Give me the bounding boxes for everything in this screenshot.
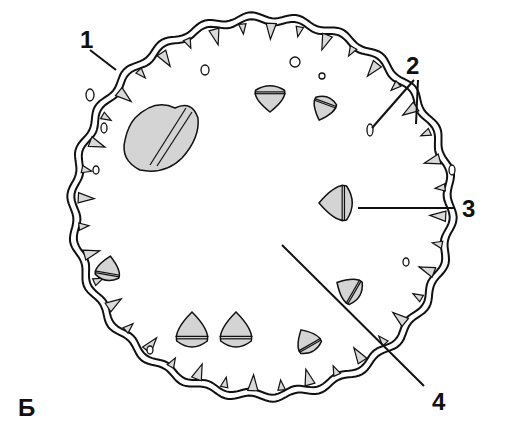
sclerenchyma-strand bbox=[101, 112, 111, 120]
leader-line bbox=[282, 245, 424, 386]
leader-line bbox=[416, 80, 418, 124]
sclerenchyma-strand bbox=[167, 358, 175, 368]
vascular-bundle bbox=[93, 254, 123, 283]
callout-number: 3 bbox=[462, 197, 475, 221]
sclerenchyma-strand bbox=[79, 223, 89, 230]
sclerenchyma-strand bbox=[157, 50, 170, 66]
sclerenchyma-strand bbox=[333, 366, 340, 377]
sclerenchyma-strand bbox=[192, 364, 202, 381]
duct bbox=[449, 165, 455, 175]
duct bbox=[403, 258, 409, 266]
callout-number: 4 bbox=[432, 390, 445, 414]
vascular-bundle-large bbox=[124, 105, 198, 171]
duct bbox=[93, 166, 99, 174]
sclerenchyma-strand bbox=[393, 312, 409, 326]
sclerenchyma-strand bbox=[239, 24, 246, 34]
sclerenchyma-strand bbox=[278, 380, 285, 390]
sclerenchyma-strand bbox=[354, 348, 367, 364]
sclerenchyma-strand bbox=[435, 184, 445, 191]
sclerenchyma-strand bbox=[83, 250, 100, 260]
epidermis bbox=[67, 12, 456, 401]
vascular-bundle bbox=[290, 323, 325, 357]
duct bbox=[367, 124, 373, 136]
duct bbox=[290, 57, 300, 67]
sclerenchyma-strand bbox=[183, 38, 190, 49]
figure-letter: Б bbox=[18, 396, 35, 420]
vascular-bundle bbox=[175, 312, 208, 347]
vascular-bundle bbox=[308, 93, 339, 124]
vascular-bundle bbox=[219, 312, 252, 347]
callout-number: 1 bbox=[80, 28, 93, 52]
sclerenchyma-strand bbox=[391, 81, 401, 90]
sclerenchyma-strand bbox=[81, 166, 92, 173]
duct bbox=[147, 346, 153, 354]
vascular-bundle bbox=[319, 185, 352, 222]
callout-number: 2 bbox=[406, 54, 419, 78]
sclerenchyma-strand bbox=[296, 26, 303, 37]
sclerenchyma-strand bbox=[78, 193, 94, 203]
vascular-bundle bbox=[254, 86, 285, 112]
duct bbox=[101, 123, 107, 133]
vascular-bundle bbox=[330, 271, 367, 308]
sclerenchyma-strand bbox=[116, 88, 132, 102]
sclerenchyma-strand bbox=[430, 211, 446, 221]
sclerenchyma-strand bbox=[209, 28, 219, 45]
sclerenchyma-strand bbox=[421, 128, 432, 135]
sclerenchyma-strand bbox=[88, 137, 105, 147]
duct bbox=[86, 89, 94, 101]
sclerenchyma-strand bbox=[349, 46, 357, 56]
sclerenchyma-strand bbox=[248, 375, 258, 391]
sclerenchyma-strand bbox=[367, 61, 381, 77]
duct bbox=[201, 65, 209, 75]
sclerenchyma-strand bbox=[305, 369, 315, 386]
leader-line bbox=[90, 50, 116, 70]
sclerenchyma-strand bbox=[424, 154, 441, 164]
leader-line bbox=[358, 207, 455, 209]
sclerenchyma-strand bbox=[419, 267, 436, 277]
sclerenchyma-strand bbox=[266, 23, 276, 39]
sclerenchyma-strand bbox=[105, 299, 121, 312]
sclerenchyma-strand bbox=[322, 33, 332, 50]
sclerenchyma-strand bbox=[123, 324, 133, 333]
sclerenchyma-strand bbox=[221, 377, 228, 388]
sclerenchyma-strand bbox=[143, 338, 157, 354]
sclerenchyma-strand bbox=[136, 68, 145, 78]
sclerenchyma-strand bbox=[413, 294, 423, 302]
leader-line bbox=[372, 80, 414, 128]
duct bbox=[319, 73, 325, 79]
sclerenchyma-strand bbox=[432, 241, 443, 248]
